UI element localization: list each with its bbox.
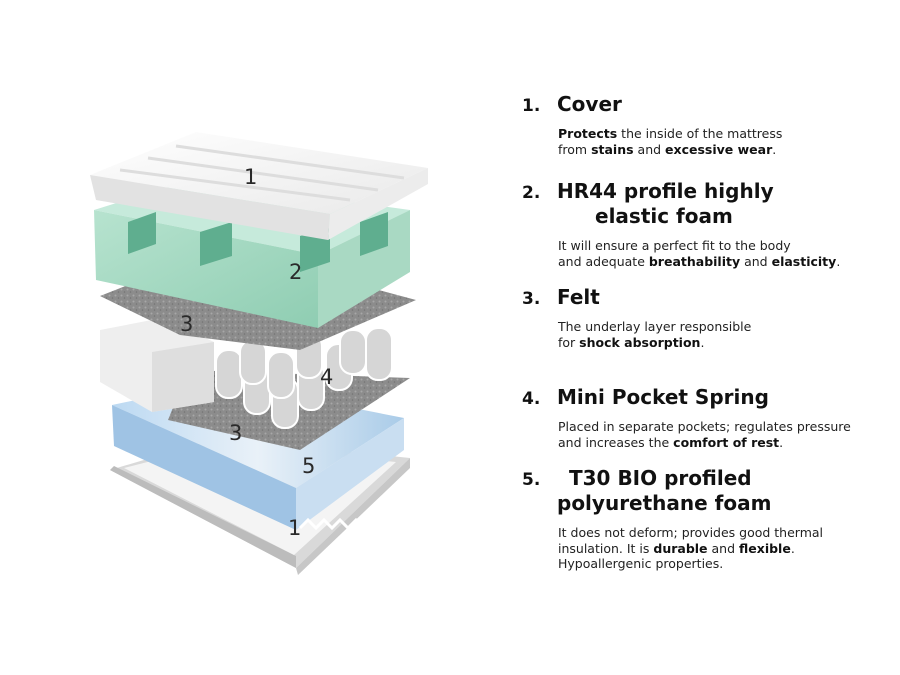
pocket-spring-layer <box>100 318 393 429</box>
description-line: It does not deform; provides good therma… <box>558 525 892 541</box>
highlighted-term: flexible <box>739 540 791 556</box>
description-text: Hypoallergenic properties. <box>558 556 724 571</box>
layer-marker: 2 <box>289 260 302 284</box>
description-text: . <box>700 334 705 350</box>
description-text: . <box>790 540 795 556</box>
description-text: and <box>740 253 772 269</box>
description-text: and increases the <box>558 434 674 450</box>
layer-marker: 4 <box>320 365 333 389</box>
item-number: 1. <box>522 96 541 116</box>
highlighted-term: durable <box>653 540 708 556</box>
layer-item-cover: 1. Cover Protects the inside of the matt… <box>522 92 892 157</box>
description-line: Hypoallergenic properties. <box>558 556 892 572</box>
layer-marker: 1 <box>244 165 257 189</box>
layer-number-labels: 1 2 3 4 3 5 1 <box>180 165 333 540</box>
highlighted-term: excessive wear <box>665 141 773 157</box>
layer-marker: 1 <box>288 516 301 540</box>
description-text: the inside of the mattress <box>617 126 783 141</box>
item-description: Placed in separate pockets; regulates pr… <box>558 419 892 450</box>
description-text: . <box>779 434 784 450</box>
layer-item-pocket-spring: 4. Mini Pocket Spring Placed in separate… <box>522 385 892 450</box>
highlighted-term: comfort of rest <box>673 434 780 450</box>
description-text: . <box>836 253 841 269</box>
item-number: 2. <box>522 183 541 203</box>
description-text: for <box>558 334 580 350</box>
highlighted-term: shock absorption <box>579 334 701 350</box>
item-number: 3. <box>522 289 541 309</box>
description-line: from stains and excessive wear. <box>558 142 892 158</box>
highlighted-term: Protects <box>558 126 618 141</box>
item-description: It will ensure a perfect fit to the body… <box>558 238 892 269</box>
highlighted-term: breathability <box>648 253 741 269</box>
item-number: 4. <box>522 389 541 409</box>
description-text: insulation. It is <box>558 540 654 556</box>
item-title: Mini Pocket Spring <box>557 385 769 409</box>
description-text: Placed in separate pockets; regulates pr… <box>558 419 851 434</box>
layer-marker: 3 <box>229 421 242 445</box>
description-line: insulation. It is durable and flexible. <box>558 541 892 557</box>
description-line: Protects the inside of the mattress <box>558 126 892 142</box>
top-cover-layer <box>90 132 428 240</box>
item-title: Cover <box>557 92 622 116</box>
description-line: The underlay layer responsible <box>558 319 892 335</box>
description-text: The underlay layer responsible <box>558 319 752 334</box>
description-text: It will ensure a perfect fit to the body <box>558 238 791 253</box>
description-line: and increases the comfort of rest. <box>558 435 892 451</box>
description-text: and <box>633 141 666 157</box>
description-line: It will ensure a perfect fit to the body <box>558 238 892 254</box>
layer-marker: 3 <box>180 312 193 336</box>
mattress-layers-illustration: 1 2 3 4 3 5 1 <box>90 132 428 575</box>
item-number: 5. <box>522 470 541 490</box>
description-text: and <box>707 540 740 556</box>
description-text: and adequate <box>558 253 649 269</box>
description-line: for shock absorption. <box>558 335 892 351</box>
description-line: Placed in separate pockets; regulates pr… <box>558 419 892 435</box>
item-description: It does not deform; provides good therma… <box>558 525 892 572</box>
description-text: . <box>772 141 777 157</box>
description-text: It does not deform; provides good therma… <box>558 525 824 540</box>
layer-marker: 5 <box>302 454 315 478</box>
item-title: Felt <box>557 285 600 309</box>
description-line: and adequate breathability and elasticit… <box>558 254 892 270</box>
description-text: from <box>558 141 592 157</box>
highlighted-term: stains <box>591 141 634 157</box>
highlighted-term: elasticity <box>771 253 837 269</box>
